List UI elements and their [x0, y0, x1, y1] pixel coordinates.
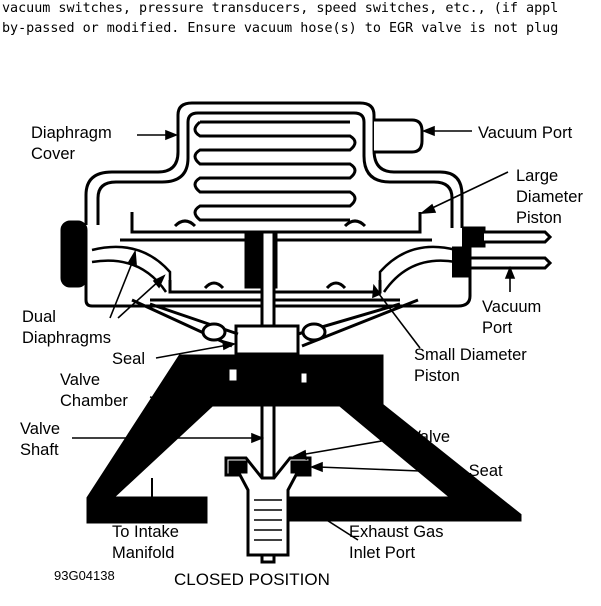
figure-caption: CLOSED POSITION — [174, 570, 330, 589]
label-seal: Seal — [112, 350, 145, 368]
label-valve: Valve — [410, 428, 450, 446]
label-exhaust-gas-inlet-port-1: Exhaust Gas — [349, 523, 443, 541]
label-vacuum-port-right-1: Vacuum — [482, 298, 541, 316]
figure-code: 93G04138 — [54, 568, 115, 583]
spring-drawing — [193, 120, 357, 222]
valve-seat-drawing — [224, 456, 312, 557]
label-to-intake-manifold-2: Manifold — [112, 544, 174, 562]
label-small-diameter-piston-1: Small Diameter — [414, 346, 527, 364]
label-valve-chamber-1: Valve — [60, 371, 100, 389]
intake-arrow — [147, 478, 157, 510]
label-valve-chamber-2: Chamber — [60, 392, 128, 410]
label-diaphragm-cover-2: Cover — [31, 145, 76, 163]
label-large-diameter-piston-3: Piston — [516, 209, 562, 227]
valve-chamber-drawing — [86, 354, 522, 524]
label-valve-shaft-2: Shaft — [20, 441, 59, 459]
label-small-diameter-piston-2: Piston — [414, 367, 460, 385]
header-text-line-2: by-passed or modified. Ensure vacuum hos… — [2, 21, 559, 36]
header-text-line-1: vacuum switches, pressure transducers, s… — [2, 1, 559, 16]
label-exhaust-gas-inlet-port-2: Inlet Port — [349, 544, 415, 562]
vacuum-port-top-nipple — [374, 118, 424, 154]
label-diaphragm-cover-1: Diaphragm — [31, 124, 112, 142]
label-valve-seat: Valve Seat — [424, 462, 503, 480]
leader-lines — [72, 125, 516, 541]
label-large-diameter-piston-1: Large — [516, 167, 558, 185]
diaphragm-cover-drawing — [84, 101, 464, 228]
label-dual-diaphragms-2: Diaphragms — [22, 329, 111, 347]
label-dual-diaphragms-1: Dual — [22, 308, 56, 326]
label-to-intake-manifold-1: To Intake — [112, 523, 179, 541]
label-vacuum-port-top: Vacuum Port — [478, 124, 573, 142]
label-vacuum-port-right-2: Port — [482, 319, 513, 337]
label-large-diameter-piston-2: Diameter — [516, 188, 583, 206]
label-valve-shaft-1: Valve — [20, 420, 60, 438]
